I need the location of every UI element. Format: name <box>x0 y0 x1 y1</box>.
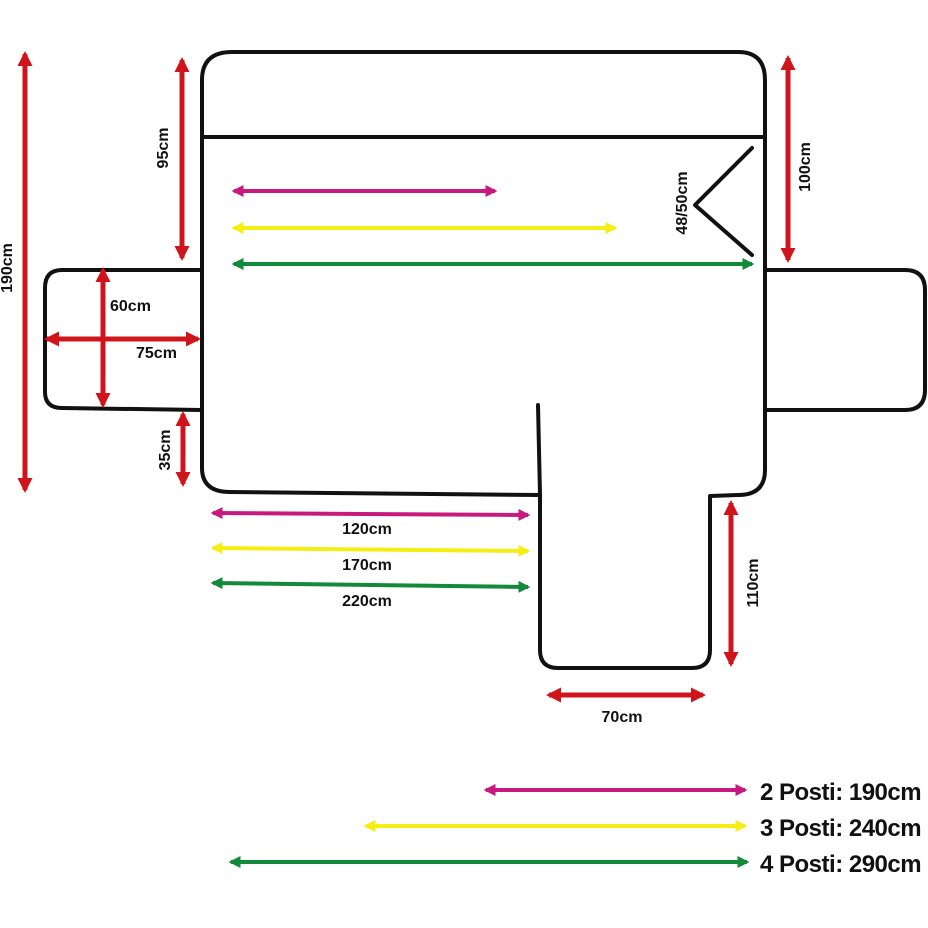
seat-3-arrow <box>210 542 531 557</box>
dimension-arrows <box>17 51 796 703</box>
seat-4-arrow <box>210 577 531 593</box>
backrest-depth-right-label: 100cm <box>797 142 814 192</box>
armrest-width-label: 60cm <box>110 298 151 315</box>
strip-length-label: 110cm <box>745 559 762 608</box>
right-armrest-outline <box>763 268 927 412</box>
seat-3-label: 170cm <box>342 557 392 574</box>
seat-2-label: 120cm <box>342 521 392 538</box>
legend-4-posti-label: 4 Posti: 290cm <box>760 851 921 878</box>
corner-pocket-label: 48/50cm <box>674 171 691 234</box>
seat-2-arrow <box>210 507 531 521</box>
seat-divider <box>536 403 542 497</box>
legend-2-posti-label: 2 Posti: 190cm <box>760 779 921 806</box>
main-body-outline <box>200 50 767 670</box>
backrest-width-arrows <box>231 185 755 270</box>
legend: 2 Posti: 190cm 3 Posti: 240cm 4 Posti: 2… <box>760 779 922 878</box>
seat-4-label: 220cm <box>342 593 392 610</box>
dimension-labels: 190cm 95cm 100cm 48/50cm 60cm 75cm 35cm … <box>0 128 814 726</box>
seat-width-arrows <box>210 507 531 593</box>
armrest-length-label: 75cm <box>136 345 177 362</box>
cover-outline <box>43 50 927 670</box>
front-flap-label: 35cm <box>157 430 174 471</box>
backrest-height-label: 95cm <box>155 128 172 169</box>
strip-width-label: 70cm <box>602 709 643 726</box>
corner-pocket-outline <box>693 146 754 257</box>
legend-3-posti-label: 3 Posti: 240cm <box>760 815 921 842</box>
total-height-label: 190cm <box>0 243 16 293</box>
legend-arrows <box>228 784 750 868</box>
